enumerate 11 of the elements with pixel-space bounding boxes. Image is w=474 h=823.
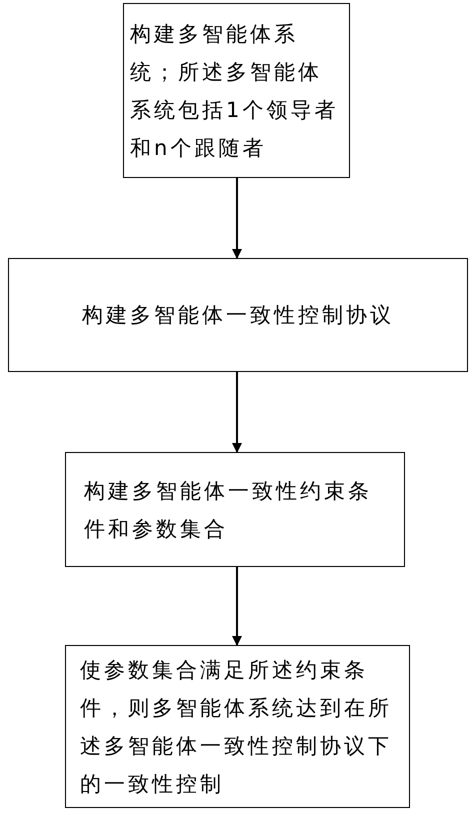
process-box <box>65 452 405 567</box>
step-text: 构建多智能体系统；所述多智能体系统包括1个领导者和n个跟随者 <box>130 20 340 162</box>
arrow <box>232 567 242 646</box>
step-text: 构建多智能体一致性约束条件和参数集合 <box>84 478 373 542</box>
arrow <box>232 178 242 259</box>
step-text: 使参数集合满足所述约束条件，则多智能体系统达到在所述多智能体一致性控制协议下的一致性控制 <box>80 656 393 798</box>
process-box <box>65 645 410 808</box>
process-box <box>123 3 350 178</box>
arrow <box>232 372 242 453</box>
process-box <box>8 258 468 372</box>
step-text: 构建多智能体一致性控制协议 <box>82 302 394 329</box>
